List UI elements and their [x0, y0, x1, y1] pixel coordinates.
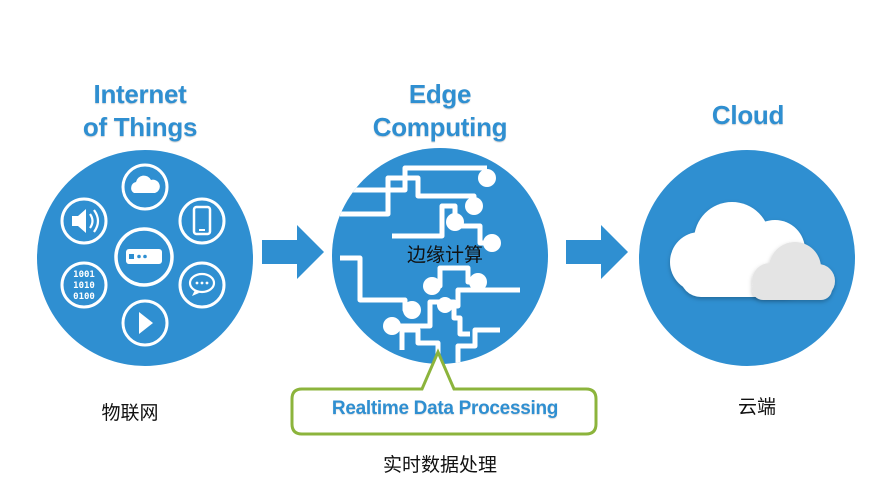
arrow-right-icon: [262, 225, 324, 279]
binary-line-1: 1001: [73, 270, 95, 280]
tablet-icon: [178, 197, 226, 245]
iot-title-line1: Internet: [93, 79, 187, 109]
cloud-title: Cloud: [711, 100, 785, 130]
binary-data-icon: 1001 1010 0100: [60, 261, 108, 309]
circuit-nodes: [383, 169, 501, 335]
iot-title-line2: of Things: [82, 112, 198, 142]
iot-caption: 物联网: [101, 402, 159, 424]
edge-circle: [332, 148, 548, 364]
play-icon: [121, 299, 169, 347]
edge-title-line1: Edge: [408, 79, 472, 109]
gray-cloud-icon: [752, 242, 835, 300]
speaker-icon: [60, 197, 108, 245]
iot-circle: 1001 1010 0100: [37, 150, 253, 366]
binary-line-3: 0100: [73, 292, 95, 302]
router-icon: [114, 227, 174, 287]
cloud-icon: [121, 163, 169, 211]
realtime-callout-label: Realtime Data Processing: [331, 398, 559, 419]
edge-center-label: 边缘计算: [406, 244, 483, 266]
edge-title-line2: Computing: [372, 112, 508, 142]
realtime-callout-box: [290, 348, 598, 436]
edge-caption: 实时数据处理: [382, 454, 497, 476]
cloud-caption: 云端: [737, 396, 776, 418]
arrow-right-icon: [566, 225, 628, 279]
edge-title: Edge Computing: [335, 78, 545, 144]
cloud-circle: [639, 150, 855, 366]
chat-bubble-icon: [178, 261, 226, 309]
iot-title: Internet of Things: [40, 78, 240, 144]
binary-line-2: 1010: [73, 281, 95, 291]
